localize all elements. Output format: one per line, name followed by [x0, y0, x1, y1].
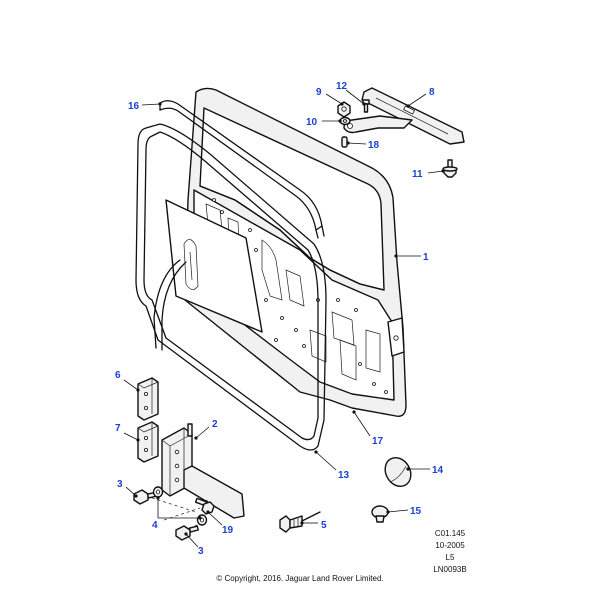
callout-labels: 16 1 9 12 8 10 18 11 6 7 2 3 3 4 19 5 13…: [115, 81, 444, 557]
callout-13: 13: [338, 470, 350, 481]
hinge-2: [161, 423, 245, 519]
plug-14: [384, 456, 412, 488]
callout-12: 12: [336, 81, 348, 92]
screw-12: [362, 99, 370, 113]
check-strap-bracket: [343, 87, 465, 145]
callout-15: 15: [410, 506, 422, 517]
callout-17: 17: [372, 436, 384, 447]
callout-3-lower: 3: [198, 546, 204, 557]
callout-3-upper: 3: [117, 479, 123, 490]
reference-date: 10-2005: [435, 541, 465, 550]
leader-lines: [123, 89, 445, 548]
upper-seal: [159, 100, 325, 237]
clip-15: [371, 505, 389, 523]
bolt-11: [442, 159, 458, 178]
callout-4: 4: [152, 520, 158, 531]
callout-10: 10: [306, 117, 318, 128]
callout-19: 19: [222, 525, 234, 536]
copyright-notice: © Copyright, 2016. Jaguar Land Rover Lim…: [216, 574, 384, 583]
callout-5: 5: [321, 520, 327, 531]
trim-panel: [165, 199, 263, 333]
callout-2: 2: [212, 419, 218, 430]
callout-8: 8: [429, 87, 435, 98]
hinge-plate-6: [137, 377, 159, 421]
callout-11: 11: [412, 169, 423, 180]
callout-18: 18: [368, 140, 380, 151]
pin-18: [341, 136, 348, 148]
nut-9: [337, 101, 351, 118]
hinge-plate-7: [137, 421, 159, 463]
bolt-19: [194, 497, 215, 515]
reference-code: C01.145: [434, 529, 466, 538]
bolt-3-upper: [133, 489, 157, 505]
callout-1: 1: [423, 252, 429, 263]
door-frame-seal: [135, 123, 327, 451]
callout-9: 9: [316, 87, 322, 98]
callout-14: 14: [432, 465, 444, 476]
callout-16: 16: [128, 101, 140, 112]
bolt-3-lower: [175, 525, 199, 541]
hinge-pin-5: [279, 511, 321, 533]
illustration-number: LN0093B: [433, 565, 467, 574]
callout-7: 7: [115, 423, 121, 434]
callout-6: 6: [115, 370, 121, 381]
reference-variant: L5: [445, 553, 455, 562]
